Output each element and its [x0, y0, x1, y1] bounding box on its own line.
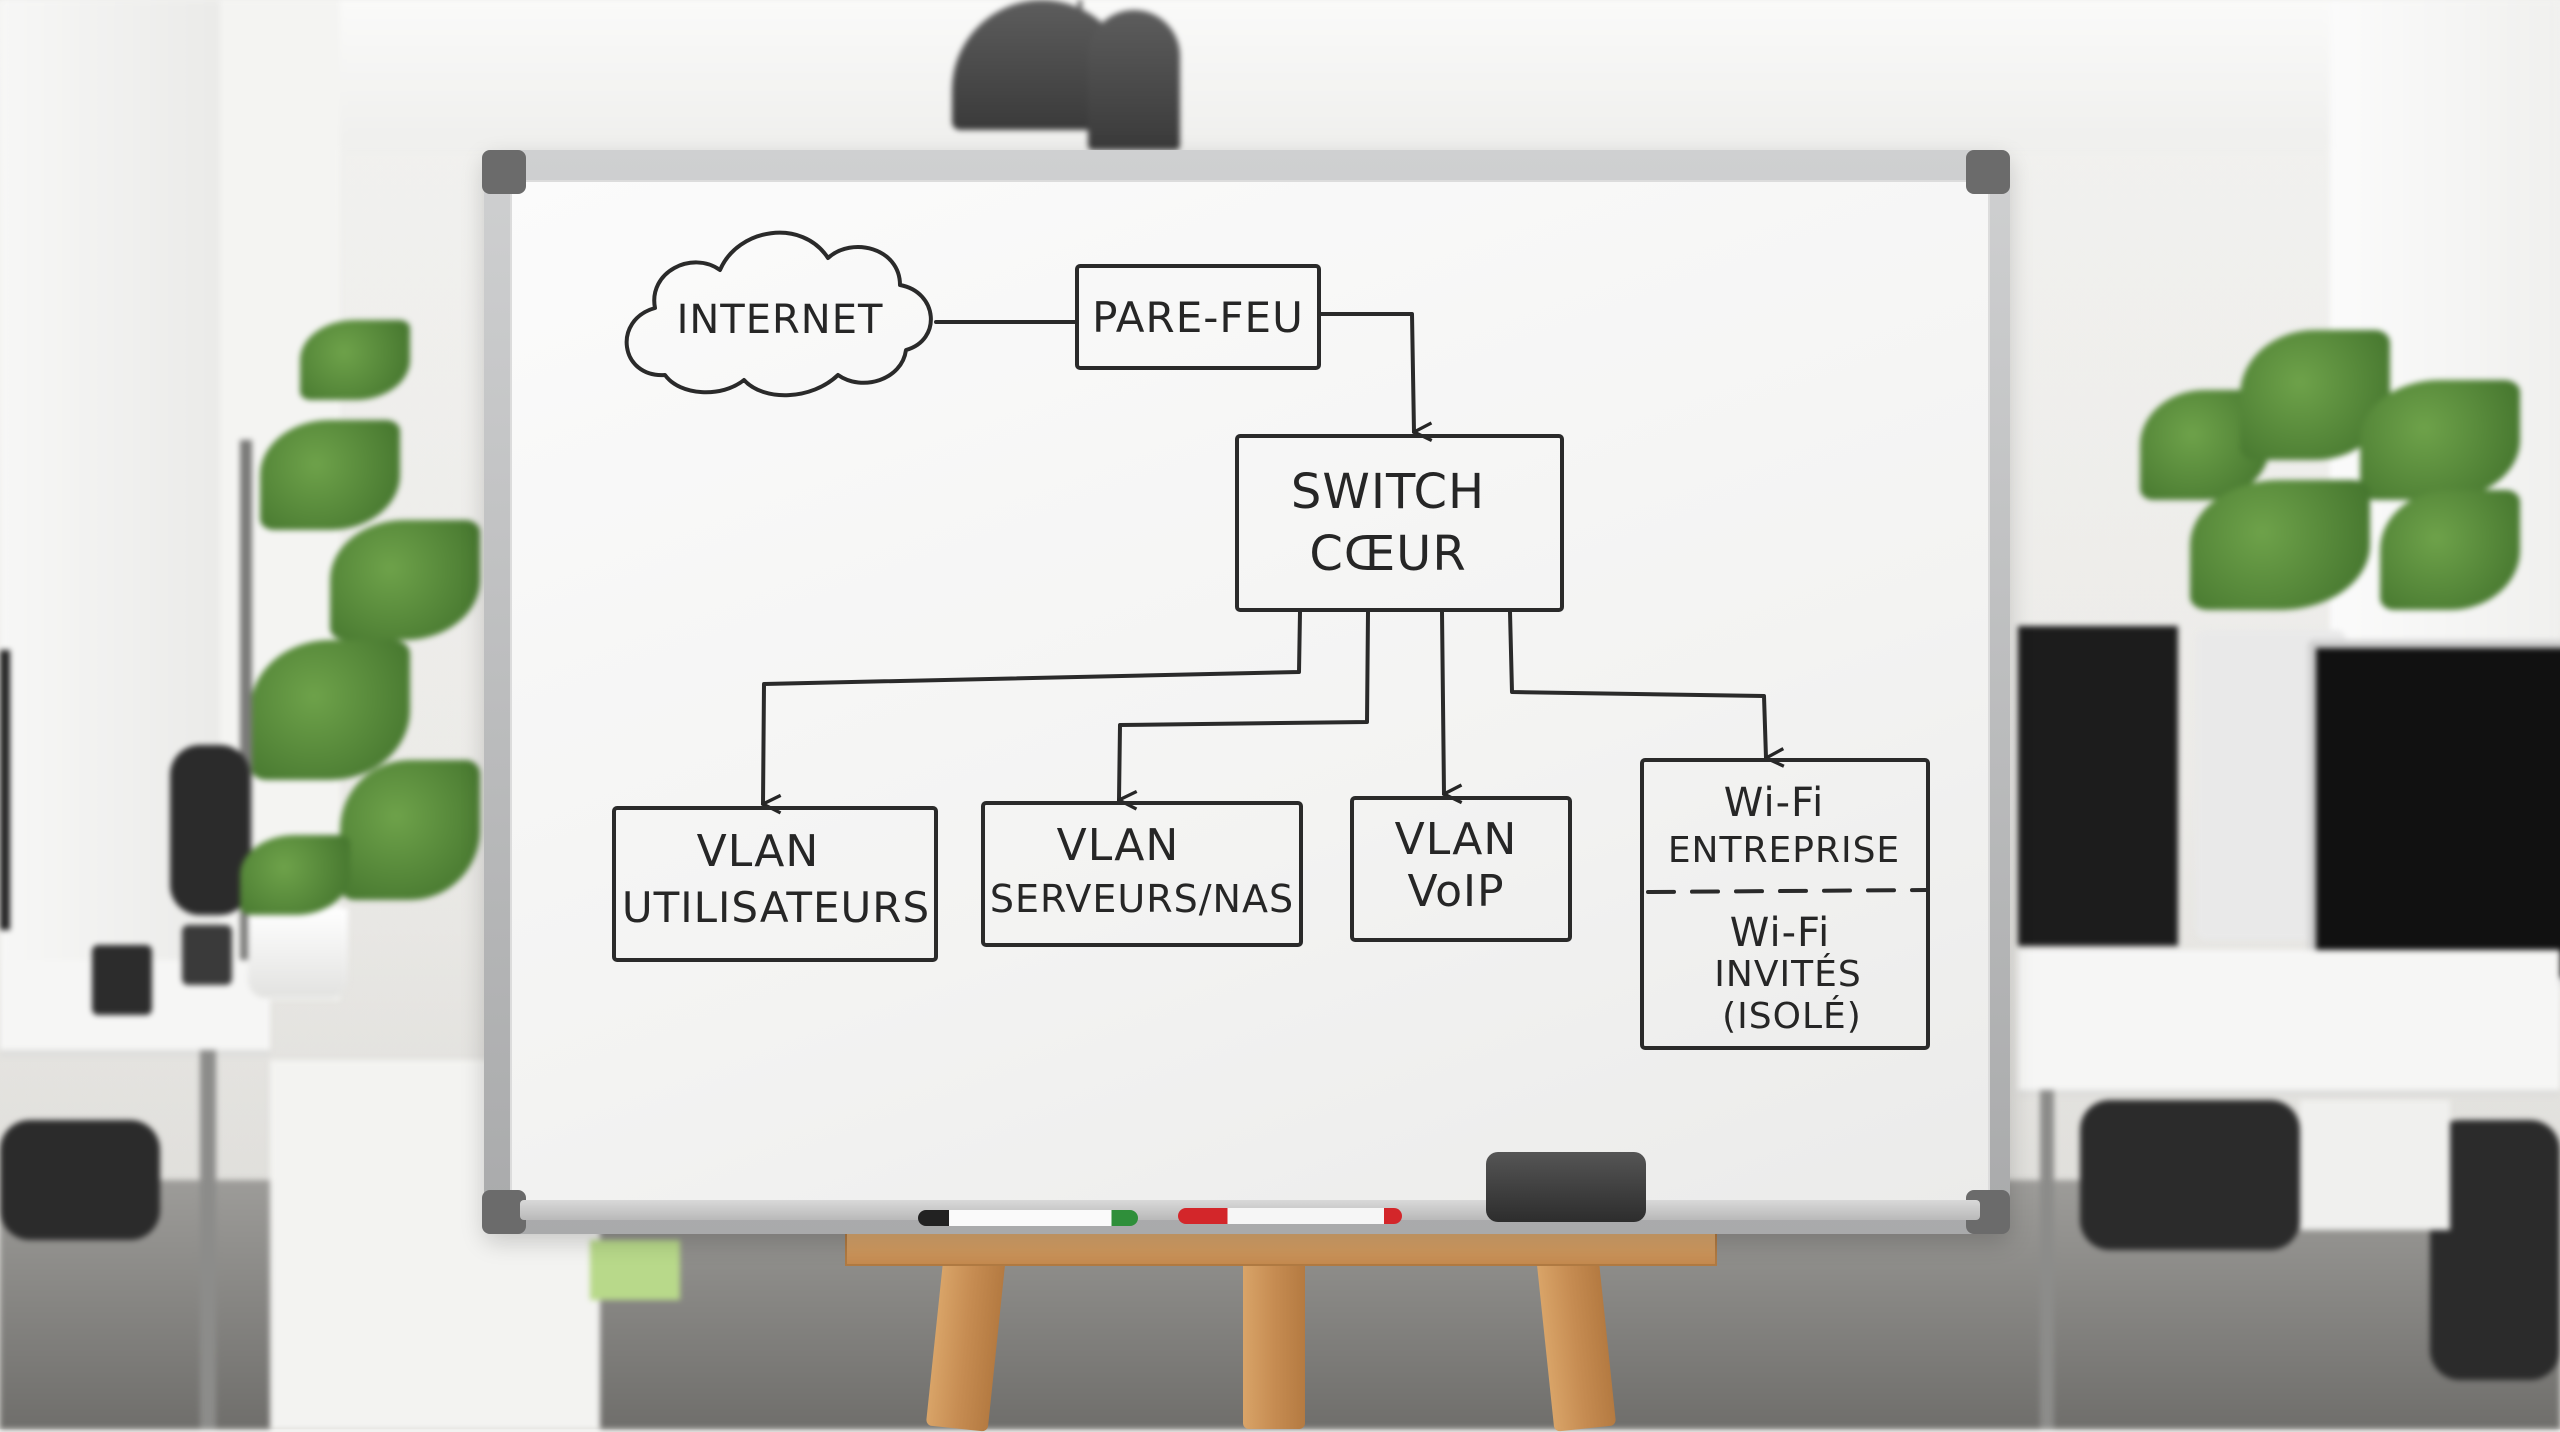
red-marker[interactable]	[1178, 1208, 1402, 1224]
pen-holder	[182, 925, 232, 985]
ceiling	[0, 0, 2560, 150]
office-chair	[0, 1120, 160, 1240]
plant-leaf	[340, 760, 480, 900]
link-firewall-switch	[1317, 312, 1414, 432]
bin	[2300, 1100, 2450, 1230]
office-chair	[2080, 1100, 2300, 1250]
vlan-users-label-line2: UTILISATEURS	[622, 883, 930, 932]
left-monitor-edge	[0, 650, 10, 930]
plant-leaf	[2380, 490, 2520, 610]
link-switch-vlan-voip	[1440, 610, 1444, 794]
monitor-back-dark	[2018, 626, 2178, 946]
desk-leg	[2040, 1090, 2054, 1429]
vlan-servers-label-line1: VLAN	[1057, 820, 1180, 871]
whiteboard-eraser[interactable]	[1486, 1152, 1646, 1222]
firewall-label: PARE-FEU	[1092, 293, 1304, 342]
core-switch-label-line2: CŒUR	[1309, 526, 1466, 582]
vlan-voip-label-line2: VoIP	[1407, 866, 1504, 917]
plant-leaf	[2190, 480, 2370, 610]
right-desk	[2018, 950, 2560, 1096]
firewall-box	[1075, 264, 1321, 370]
plant-leaf	[250, 640, 410, 780]
plant-leaf	[300, 320, 410, 400]
wifi-guests-label-line3: (ISOLÉ)	[1722, 995, 1862, 1037]
wifi-guests-label-line2: INVITÉS	[1714, 953, 1861, 995]
internet-label: INTERNET	[677, 297, 884, 343]
vlan-voip-label-line1: VLAN	[1395, 814, 1518, 865]
whiteboard-surface	[510, 180, 1990, 1210]
link-switch-wifi	[1508, 610, 1766, 758]
wifi-enterprise-label-line2: ENTREPRISE	[1668, 830, 1900, 871]
small-plant-pot	[248, 908, 348, 998]
wifi-divider-dashed	[1646, 888, 1928, 894]
vlan-users-label-line1: VLAN	[697, 826, 820, 877]
office-chair	[2430, 1120, 2560, 1380]
frame-corner	[1966, 150, 2010, 194]
pendant-lamp	[1088, 10, 1180, 150]
link-switch-vlan-users	[763, 610, 1302, 804]
plant-leaf	[260, 420, 400, 530]
small-plant	[240, 835, 350, 915]
wifi-guests-label-line1: Wi-Fi	[1730, 910, 1830, 956]
plant-leaf	[330, 520, 480, 640]
easel-leg-center	[1243, 1250, 1305, 1429]
vlan-users-box	[612, 806, 938, 962]
wifi-box	[1640, 758, 1930, 1050]
wifi-enterprise-label-line1: Wi-Fi	[1724, 780, 1824, 826]
pen-holder	[92, 945, 152, 1015]
plant-leaf	[2360, 380, 2520, 500]
frame-corner	[482, 1190, 526, 1234]
desk-leg	[200, 1050, 216, 1429]
vlan-servers-label-line2: SERVEURS/NAS	[990, 877, 1294, 921]
vlan-voip-box	[1350, 796, 1572, 942]
internet-cloud	[624, 230, 933, 398]
core-switch-label-line1: SWITCH	[1291, 464, 1485, 520]
vlan-servers-box	[981, 801, 1303, 947]
frame-corner	[482, 150, 526, 194]
link-switch-vlan-servers	[1119, 610, 1370, 800]
green-shelf	[590, 1240, 680, 1300]
office-chair	[170, 745, 250, 915]
black-marker[interactable]	[918, 1210, 1138, 1226]
core-switch-box	[1235, 434, 1564, 612]
